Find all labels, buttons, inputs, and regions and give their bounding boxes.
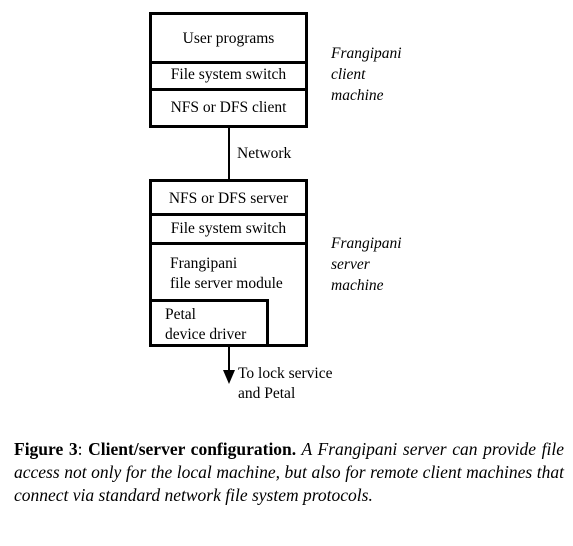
- figure-title: Client/server configuration.: [88, 439, 297, 459]
- lock-service-label: To lock service and Petal: [238, 365, 333, 402]
- server-divider-1: [149, 213, 308, 216]
- user-programs-label: User programs: [182, 30, 275, 47]
- figure-caption: Figure 3: Client/server configuration. A…: [14, 438, 564, 507]
- client-machine-box: [149, 12, 308, 128]
- nfs-dfs-client-label: NFS or DFS client: [170, 99, 287, 116]
- petal-device-driver-box: [149, 299, 269, 347]
- server-machine-label: Frangipani server machine: [331, 235, 402, 294]
- network-label: Network: [237, 145, 292, 162]
- figure-number: Figure 3: [14, 439, 78, 459]
- client-divider-2: [149, 88, 308, 91]
- network-connector: [228, 128, 230, 180]
- petal-device-driver-label: Petal device driver: [165, 306, 247, 343]
- lock-service-arrow: [223, 346, 235, 384]
- file-server-module-label: Frangipani file server module: [170, 255, 283, 292]
- nfs-dfs-server-label: NFS or DFS server: [168, 190, 289, 207]
- server-divider-2: [149, 242, 308, 245]
- client-machine-label: Frangipani client machine: [331, 45, 402, 104]
- server-file-system-switch-label: File system switch: [170, 220, 287, 237]
- figure-description: A Frangipani server can provide file acc…: [14, 439, 564, 505]
- client-file-system-switch-label: File system switch: [170, 66, 287, 83]
- caption-separator: :: [77, 439, 89, 459]
- client-divider-1: [149, 61, 308, 64]
